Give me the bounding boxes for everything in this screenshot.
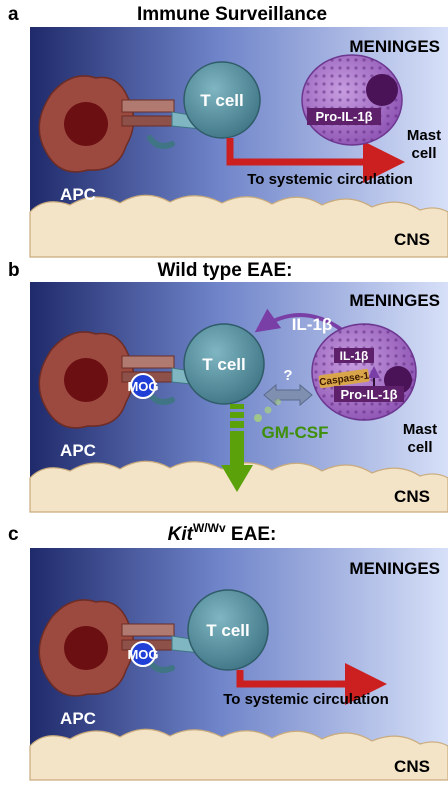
il1b-inner-label: IL-1β: [340, 349, 369, 363]
panel-c: c KitW/Wv EAE: MENINGES CNS APC MOG T ce…: [8, 521, 448, 781]
meninges-label: MENINGES: [349, 291, 440, 310]
apc-label: APC: [60, 185, 96, 204]
panel-a: a Immune Surveillance MENINGES CNS APC T…: [8, 4, 448, 258]
panel-letter: c: [8, 524, 19, 545]
panel-letter: a: [8, 4, 19, 25]
cns-brain-surface: [29, 194, 448, 258]
gm-csf-label: GM-CSF: [261, 423, 328, 442]
apc-label: APC: [60, 709, 96, 728]
cns-brain-surface: [29, 728, 448, 781]
panel-title-gene: Kit: [168, 524, 194, 545]
circulation-arrow: [226, 138, 405, 183]
pro-il1b-box: [307, 108, 381, 125]
t-cell: [187, 589, 269, 671]
il1b-box: [334, 348, 374, 363]
circulation-label: To systemic circulation: [223, 691, 389, 708]
mog-antigen: [130, 641, 156, 667]
caspase-1-box: [318, 368, 370, 389]
panel-title-rest: EAE:: [226, 524, 277, 545]
mog-label: MOG: [127, 379, 158, 394]
mast-cell-label: cell: [407, 439, 432, 456]
pro-il1b-label: Pro-IL-1β: [340, 387, 397, 402]
gm-csf-particle: [275, 399, 281, 405]
mog-label: MOG: [127, 647, 158, 662]
il1b-signal-label: IL-1β: [292, 315, 333, 334]
apc-nucleus: [64, 102, 108, 146]
apc-label: APC: [60, 441, 96, 460]
mhc-receptor: [121, 355, 175, 369]
pro-il1b-label: Pro-IL-1β: [315, 109, 372, 124]
mog-antigen: [130, 373, 156, 399]
co-receptor: [147, 135, 175, 149]
apc-nucleus: [64, 358, 108, 402]
pro-il1b-box: [334, 386, 404, 402]
gm-csf-particle: [254, 414, 262, 422]
panel-b: b Wild type EAE: MENINGES CNS APC MOG T …: [8, 260, 448, 513]
panel-title: KitW/Wv EAE:: [168, 521, 277, 545]
panel-title-superscript: W/Wv: [193, 521, 226, 535]
mast-cell-label: Mast: [407, 127, 441, 144]
mhc-receptor: [121, 623, 175, 637]
cns-label: CNS: [394, 487, 430, 506]
mast-cell-nucleus: [366, 74, 398, 106]
question-mark: ?: [283, 367, 292, 384]
mhc-receptor: [121, 115, 175, 127]
t-cell-label: T cell: [206, 621, 249, 640]
t-cell-label: T cell: [200, 91, 243, 110]
cns-label: CNS: [394, 757, 430, 776]
gm-csf-particle: [264, 406, 272, 414]
mast-cell-label: cell: [411, 145, 436, 162]
t-cell-label: T cell: [202, 355, 245, 374]
mast-cell-label: Mast: [403, 421, 437, 438]
gm-csf-arrow: [221, 404, 253, 492]
t-cell: [183, 61, 261, 139]
circulation-label: To systemic circulation: [247, 171, 413, 188]
panel-letter: b: [8, 260, 20, 281]
circulation-arrow: [236, 663, 387, 705]
meninges-label: MENINGES: [349, 37, 440, 56]
cns-label: CNS: [394, 230, 430, 249]
t-cell: [183, 323, 265, 405]
apc-nucleus: [64, 626, 108, 670]
il1b-arrow: [254, 308, 344, 333]
mhc-receptor: [121, 99, 175, 113]
meninges-label: MENINGES: [349, 559, 440, 578]
panel-title: Immune Surveillance: [137, 4, 327, 25]
panel-title: Wild type EAE:: [158, 260, 293, 281]
